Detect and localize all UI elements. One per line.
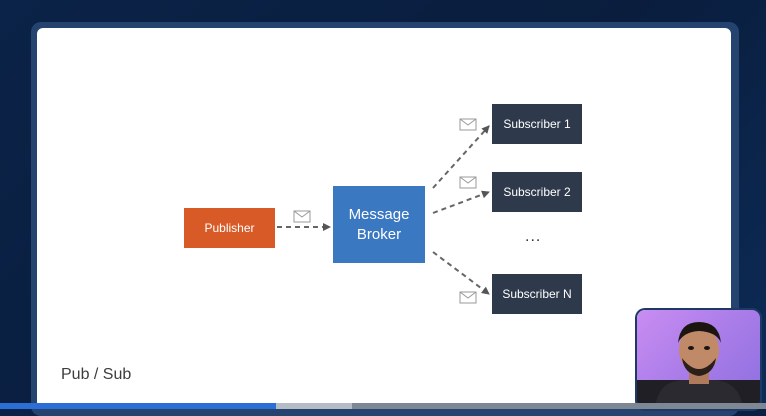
ellipsis: ... xyxy=(525,228,542,245)
broker-label-line2: Broker xyxy=(356,225,402,243)
envelope-icon xyxy=(459,118,477,131)
webcam-overlay xyxy=(637,310,760,409)
subscriber-n-node: Subscriber N xyxy=(492,274,582,314)
video-progress-bar[interactable] xyxy=(0,403,766,409)
slide-caption: Pub / Sub xyxy=(61,366,132,383)
progress-played xyxy=(0,403,276,409)
arrows-layer xyxy=(277,118,490,304)
arrow-broker-sub1 xyxy=(432,125,490,189)
publisher-node: Publisher xyxy=(184,208,275,248)
slide: Publisher Message Broker Subscriber 1 Su… xyxy=(37,28,731,408)
subscriber-1-node: Subscriber 1 xyxy=(492,104,582,144)
subscriber-label: Subscriber N xyxy=(502,287,572,301)
presenter-avatar xyxy=(637,322,760,409)
message-broker-node: Message Broker xyxy=(333,186,425,263)
subscriber-label: Subscriber 2 xyxy=(503,185,571,199)
envelope-icon xyxy=(459,291,477,304)
broker-label-line1: Message xyxy=(348,205,410,223)
envelope-icon xyxy=(459,176,477,189)
arrow-broker-subn xyxy=(432,251,490,295)
publisher-label: Publisher xyxy=(204,221,255,235)
arrow-broker-sub2 xyxy=(432,190,490,214)
envelope-icon xyxy=(293,210,311,223)
subscriber-label: Subscriber 1 xyxy=(503,117,571,131)
subscriber-2-node: Subscriber 2 xyxy=(492,172,582,212)
progress-buffered xyxy=(275,403,353,409)
